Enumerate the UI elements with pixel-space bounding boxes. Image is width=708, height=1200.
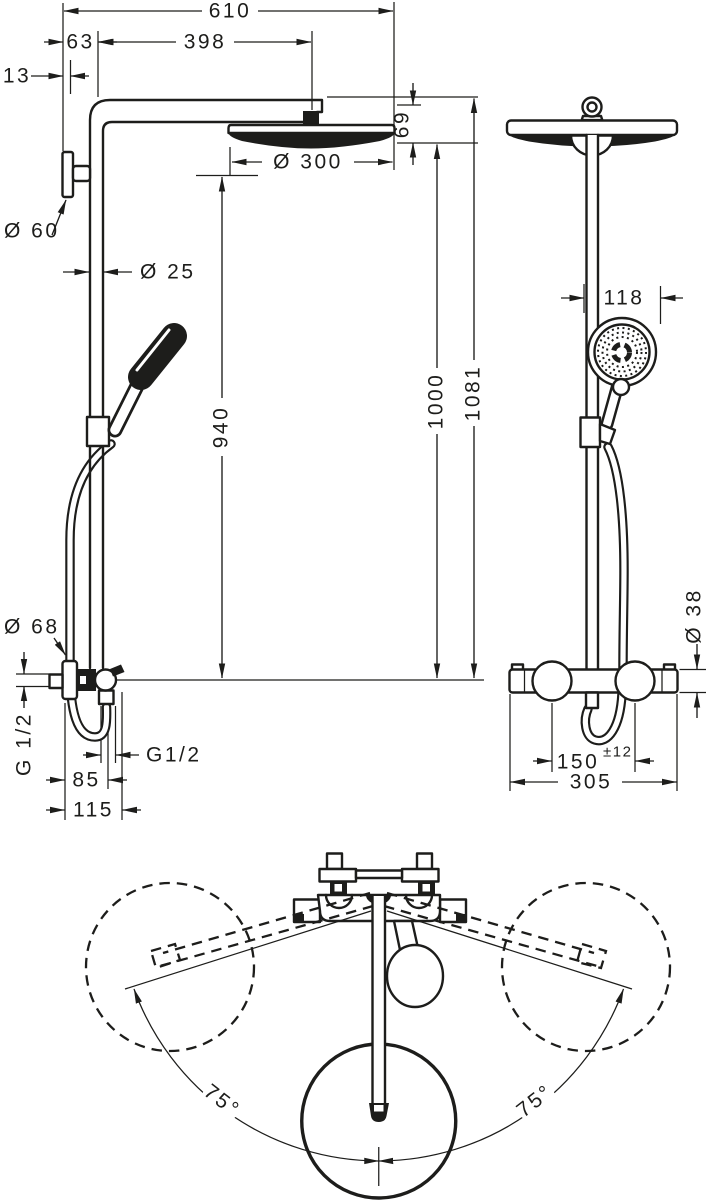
front-hand-shower-hose [65, 439, 116, 742]
dim-valve-width-label: 305 [570, 771, 613, 794]
side-pole [585, 133, 600, 671]
swivel-range-left [84, 881, 256, 1053]
valve-clamp [77, 669, 96, 691]
overhead-shower-side [505, 119, 679, 137]
wall-bracket-link [71, 164, 92, 183]
escutcheon-leader [53, 637, 67, 656]
front-hand-shower [107, 323, 187, 438]
valve-lever [110, 664, 125, 677]
side-view: 118 Ø 38 150 ±12 305 [505, 96, 706, 794]
valve-knob-right [614, 660, 656, 702]
front-valve [48, 659, 125, 706]
arm-head-connector [303, 111, 319, 126]
dim-riser-pipe-diameter-label: Ø 25 [140, 261, 196, 284]
side-hand-shower-hose [580, 442, 629, 746]
dim-escutcheon-diameter-label: Ø 68 [4, 616, 60, 639]
top-view: 75° 75° [84, 852, 672, 1200]
dim-valve-to-arm-top-label: 1081 [462, 365, 485, 422]
dim-total-width-label: 610 [209, 0, 252, 23]
dim-wall-to-valve-front-label: 115 [73, 799, 114, 822]
side-dimensions: 118 Ø 38 150 ±12 305 [509, 284, 706, 794]
overhead-shower-front [227, 123, 396, 135]
overhead-shower-spray-face-front [228, 133, 395, 149]
valve-knob-left [531, 660, 573, 702]
dim-inlet-thread-label: G 1/2 [13, 712, 36, 776]
riser-pipe-and-arm [88, 98, 324, 670]
valve-hose-nub [584, 691, 600, 710]
hose-connector-top [385, 943, 445, 1009]
dim-valve-to-spray-face-label: 940 [210, 406, 233, 449]
valve-hose-outlet [97, 689, 115, 706]
wall-bracket [61, 150, 75, 199]
swiveled-arm-right [383, 891, 608, 970]
hand-shower-button [611, 377, 631, 397]
dim-head-diameter-label: Ø 300 [273, 151, 343, 174]
dim-wall-to-riser-label: 63 [66, 31, 94, 54]
swivel-leg-right [386, 910, 633, 990]
dim-wall-plate-label: 13 [3, 65, 31, 88]
side-slider-holder [579, 416, 602, 449]
valve-escutcheon [61, 659, 79, 701]
side-hand-shower [579, 316, 658, 449]
spray-selector-logo [611, 342, 632, 363]
swivel-range-right [500, 881, 672, 1053]
dim-valve-to-head-face-label: 1000 [425, 373, 448, 430]
hand-shower-head-front [128, 323, 187, 390]
side-valve [508, 660, 679, 710]
dim-handshower-offset-label: 118 [604, 287, 645, 310]
dim-wall-to-hose-outlet-label: 85 [72, 769, 100, 792]
top-arm-straight [369, 894, 389, 1122]
dim-head-drop-label: 69 [391, 110, 414, 138]
dim-riser-to-head-label: 398 [184, 31, 227, 54]
swivel-angle-dimensions: 75° 75° [133, 988, 625, 1165]
dim-valve-body-diameter-label: Ø 38 [683, 588, 706, 644]
valve-knob-front [93, 668, 118, 692]
front-view: 610 63 398 13 69 Ø 300 Ø 60 Ø 25 940 [3, 0, 485, 822]
swivel-leg-left [124, 910, 372, 990]
dim-outlet-thread-label: G1/2 [146, 744, 202, 767]
front-dimensions: 610 63 398 13 69 Ø 300 Ø 60 Ø 25 940 [3, 0, 485, 822]
wall-bracket-leader [51, 199, 67, 236]
dim-inlet-tolerance-label: ±12 [603, 744, 632, 761]
dim-inlet-distance-label: 150 [557, 751, 600, 774]
valve-inlet [48, 673, 64, 690]
top-valve [292, 852, 468, 952]
swiveled-arm-left [149, 891, 374, 970]
dim-wall-bracket-diameter-label: Ø 60 [4, 220, 60, 243]
front-slider-holder [85, 415, 111, 448]
holder-clamp [598, 422, 617, 446]
